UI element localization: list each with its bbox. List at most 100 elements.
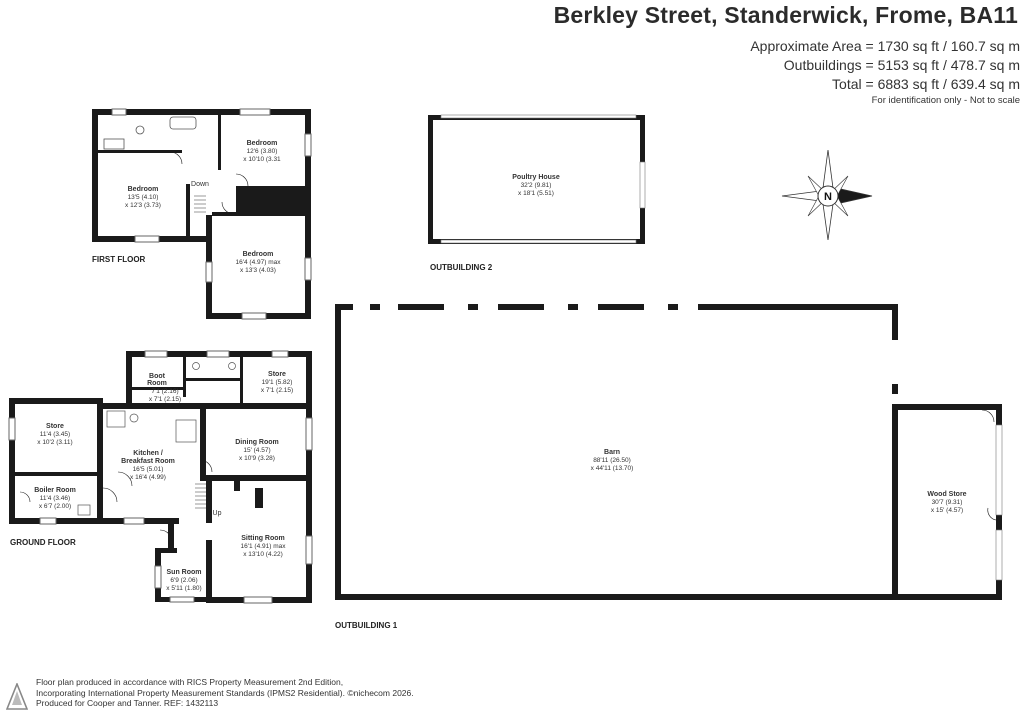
room-name: Bedroom <box>247 140 278 147</box>
compass-north-letter: N <box>824 191 832 203</box>
door-swing <box>221 201 235 215</box>
hob <box>129 413 139 423</box>
shower-tray <box>103 138 125 150</box>
wall <box>234 481 240 491</box>
door-swing <box>117 471 133 487</box>
wall-segment <box>698 304 898 310</box>
window <box>304 257 312 281</box>
room-name: Barn <box>604 449 620 456</box>
wall <box>306 351 312 603</box>
approximate-area: Approximate Area = 1730 sq ft / 160.7 sq… <box>750 38 1020 54</box>
bath <box>169 116 197 130</box>
room-dimension: x 16'4 (4.99) <box>130 474 166 481</box>
wall <box>200 403 206 481</box>
stairs-label: Up <box>213 510 222 517</box>
compass-rose: N <box>781 149 873 241</box>
outbuildings-area: Outbuildings = 5153 sq ft / 478.7 sq m <box>783 57 1020 73</box>
footer-line: Floor plan produced in accordance with R… <box>36 677 344 687</box>
door-swing <box>199 459 213 473</box>
window <box>995 529 1003 581</box>
wall <box>98 150 182 153</box>
door-swing <box>159 529 173 543</box>
area-summary: Approximate Area = 1730 sq ft / 160.7 sq… <box>750 37 1020 94</box>
wall <box>206 540 212 603</box>
wall <box>335 594 898 600</box>
room-dimension: 88'11 (26.50) <box>593 457 631 464</box>
room-dimension: 19'1 (5.82) <box>262 379 293 386</box>
room-dimension: x 12'3 (3.73) <box>125 202 161 209</box>
room-dimension: 32'2 (9.81) <box>521 182 552 189</box>
wall-segment <box>335 304 353 310</box>
wall <box>892 594 1002 600</box>
wall <box>92 109 311 115</box>
room-dimension: 16'5 (5.01) <box>133 466 164 473</box>
wc <box>192 362 200 370</box>
window <box>305 417 313 451</box>
room-dimension: x 13'3 (4.03) <box>240 267 276 274</box>
room-name: Boot <box>149 373 166 380</box>
room-name: Bedroom <box>128 186 159 193</box>
wall <box>892 404 1000 410</box>
wall <box>9 398 103 404</box>
barn: Barn 88'11 (26.50) x 44'11 (13.70) Wood … <box>335 304 1003 630</box>
stairs-label: Down <box>191 181 209 188</box>
wall-segment <box>668 304 678 310</box>
wc <box>228 362 236 370</box>
room-dimension: x 10'10 (3.31 <box>243 156 281 163</box>
room-dimension: x 7'1 (2.15) <box>149 396 181 403</box>
wall <box>103 403 312 409</box>
wall <box>9 398 15 524</box>
wall <box>126 351 132 403</box>
floor-label: FIRST FLOOR <box>92 255 146 264</box>
window <box>241 312 267 320</box>
kitchen-sink <box>106 410 126 428</box>
room-dimension: 11'4 (3.45) <box>40 431 70 438</box>
window <box>243 596 273 604</box>
door-swing <box>981 409 995 423</box>
footer-line: Produced for Cooper and Tanner. REF: 143… <box>36 698 219 708</box>
window <box>39 517 57 525</box>
floor-label: GROUND FLOOR <box>10 538 76 547</box>
footer-line: Incorporating International Property Mea… <box>36 687 414 698</box>
basin <box>135 125 145 135</box>
window <box>169 596 195 603</box>
room-dimension: 12'6 (3.80) <box>247 148 278 155</box>
room-dimension: 16'4 (4.97) max <box>236 259 282 266</box>
wall-segment <box>598 304 644 310</box>
window <box>8 417 16 441</box>
ground-floor-plan: Boot Room 7'1 (2.16) x 7'1 (2.15) Store … <box>8 350 313 604</box>
wall <box>892 384 898 394</box>
wall <box>892 304 898 340</box>
room-dimension: x 5'11 (1.80) <box>166 585 201 592</box>
window <box>440 239 637 244</box>
room-dimension: x 10'2 (3.11) <box>37 439 72 446</box>
wall <box>212 212 242 216</box>
room-dimension: 13'5 (4.10) <box>128 194 159 201</box>
wall <box>255 488 263 508</box>
wall <box>155 548 177 553</box>
wall <box>305 109 311 319</box>
wall <box>132 387 183 390</box>
floor-label: OUTBUILDING 1 <box>335 621 398 630</box>
room-dimension: 30'7 (9.31) <box>932 499 963 506</box>
wall <box>240 357 243 403</box>
window <box>305 535 313 565</box>
room-dimension: x 13'10 (4.22) <box>243 551 283 558</box>
room-dimension: 16'1 (4.91) max <box>241 543 287 550</box>
wall <box>428 115 433 244</box>
wall <box>15 472 103 476</box>
room-name: Room <box>147 380 167 387</box>
room-name: Poultry House <box>512 174 560 181</box>
wall-segment <box>468 304 478 310</box>
window <box>440 114 637 119</box>
wall <box>97 398 103 524</box>
wall <box>92 109 98 242</box>
footer-notes: Floor plan produced in accordance with R… <box>36 677 414 709</box>
room-name: Wood Store <box>927 491 966 498</box>
door-swing <box>19 491 31 503</box>
range-cooker <box>175 419 197 443</box>
window <box>304 133 312 157</box>
door-swing <box>169 151 183 165</box>
window <box>239 108 271 116</box>
